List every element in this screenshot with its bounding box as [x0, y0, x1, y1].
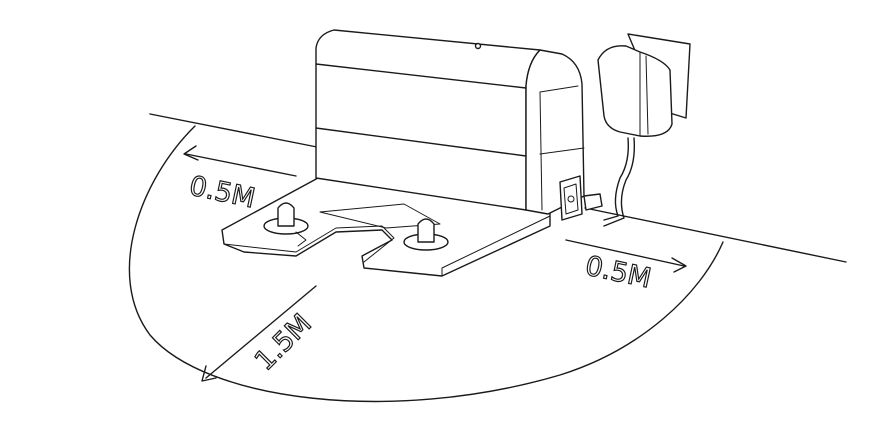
power-adapter	[583, 33, 691, 227]
label-front-clearance: 1.5M	[249, 308, 318, 377]
arrow-left-clearance	[183, 145, 297, 177]
charging-contact-left	[263, 202, 309, 247]
label-left-clearance: 0.5M	[187, 171, 258, 215]
charging-contact-right	[403, 218, 449, 251]
clearance-zone-outline	[128, 125, 724, 403]
wall-floor-line	[149, 113, 847, 263]
arrow-front-clearance	[201, 285, 317, 382]
arrow-right-clearance	[565, 239, 687, 273]
power-socket	[559, 175, 583, 221]
charging-dock	[221, 29, 585, 277]
